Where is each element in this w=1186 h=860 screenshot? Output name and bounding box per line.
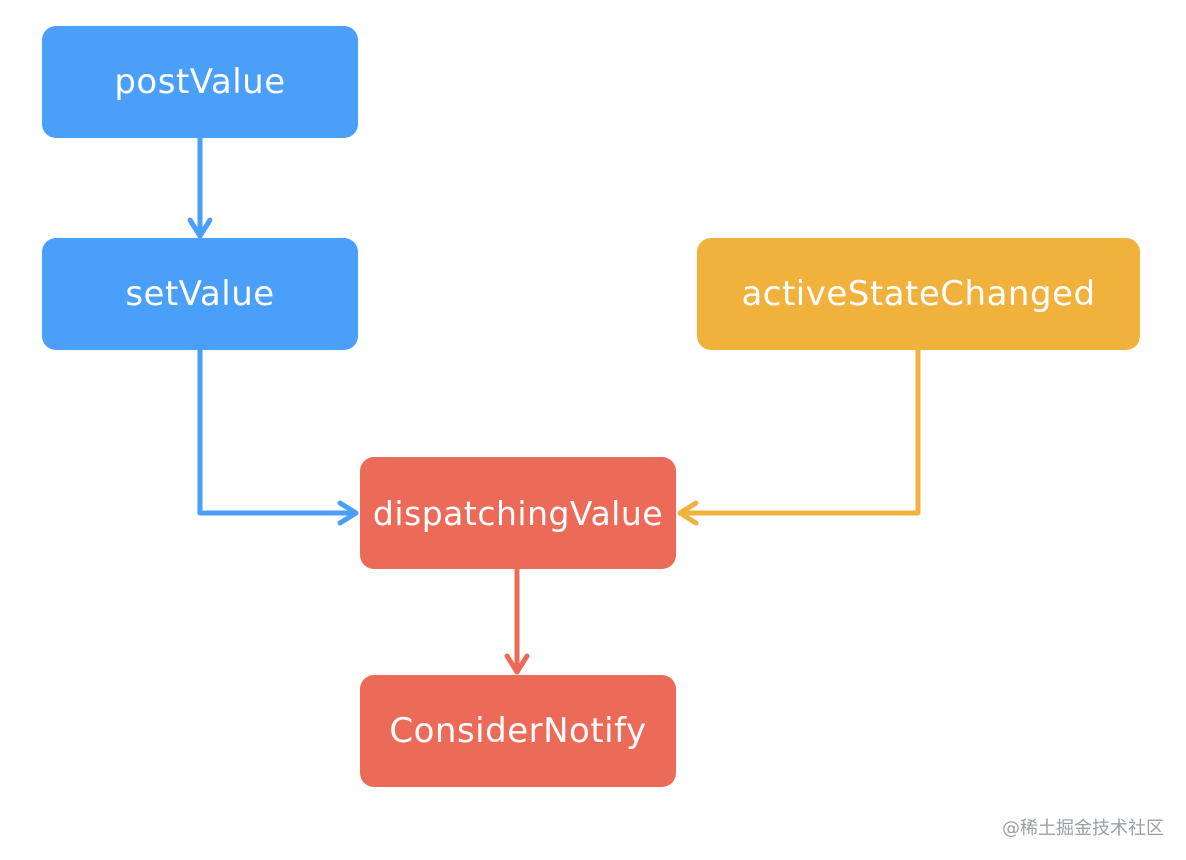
- edge-activestatechanged-to-dispatchingvalue: [677, 350, 921, 526]
- watermark: @稀土掘金技术社区: [1002, 818, 1164, 839]
- edge-postvalue-to-setvalue: [187, 135, 213, 239]
- node-consider-notify: ConsiderNotify: [360, 675, 676, 787]
- node-set-value: setValue: [42, 238, 358, 350]
- node-post-value: postValue: [42, 26, 358, 138]
- node-active-state-changed: activeStateChanged: [697, 238, 1140, 350]
- edge-dispatchingvalue-to-considernotify: [504, 566, 530, 675]
- node-dispatching-value: dispatchingValue: [360, 457, 676, 569]
- edge-setvalue-to-dispatchingvalue: [197, 350, 359, 526]
